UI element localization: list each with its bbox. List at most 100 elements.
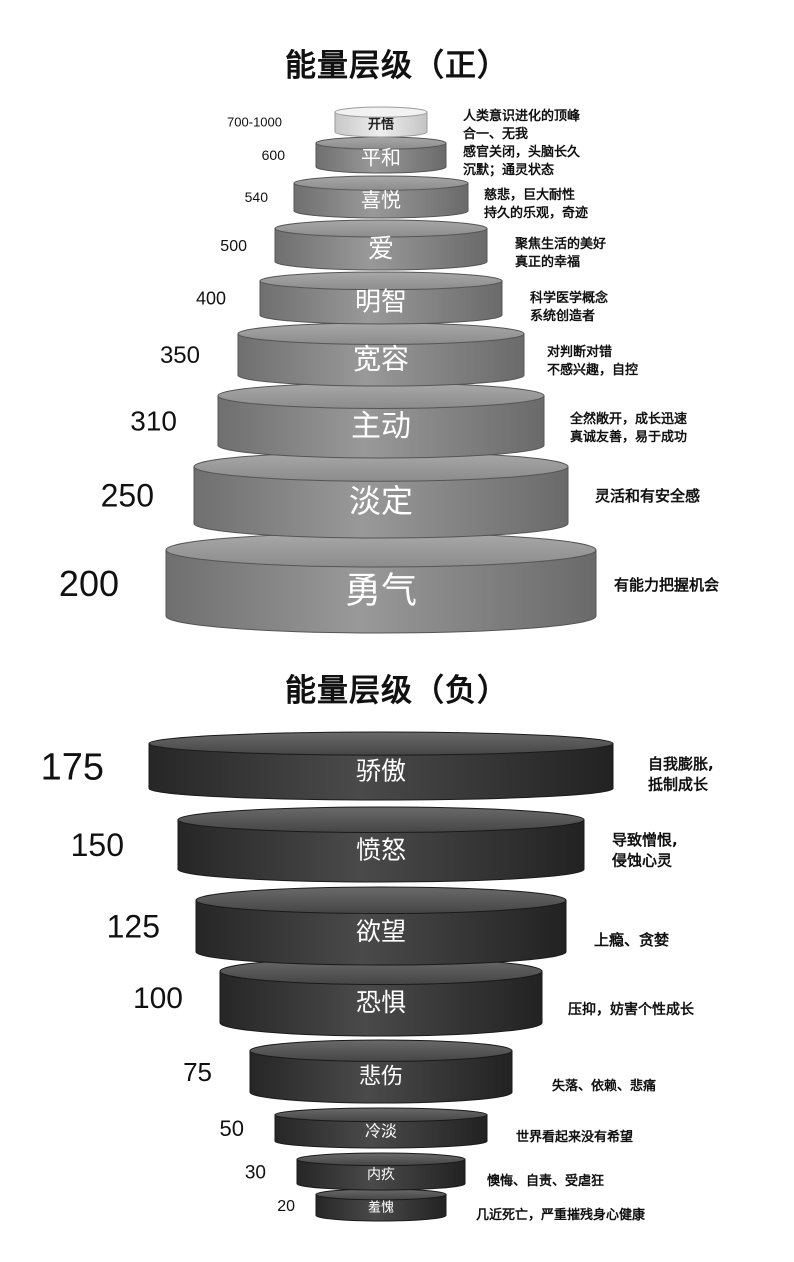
positive-level-value-5: 350 <box>160 342 200 369</box>
positive-level-7: 淡定 250 灵活和有安全感 <box>101 451 700 539</box>
positive-level-name-7: 淡定 <box>349 482 413 520</box>
positive-level-8: 勇气 200 有能力把握机会 <box>59 532 719 634</box>
negative-level-desc-1-line-0: 导致憎恨, <box>612 831 678 849</box>
negative-disk-top-6 <box>296 1152 466 1167</box>
negative-disk-body-7 <box>315 1193 447 1222</box>
negative-disk-body-6 <box>296 1158 466 1191</box>
negative-level-desc-4-line-0: 失落、依赖、悲痛 <box>552 1078 656 1094</box>
positive-level-desc-8-line-0: 有能力把握机会 <box>614 576 719 594</box>
negative-disk-top-5 <box>274 1107 488 1123</box>
positive-disk-body-7 <box>193 466 569 539</box>
negative-disk-top-7 <box>315 1188 447 1201</box>
positive-level-name-4: 明智 <box>355 288 407 318</box>
negative-level-desc-7-line-0: 几近死亡，严重摧残身心健康 <box>476 1207 646 1223</box>
negative-level-desc-6-line-0: 懊悔、自责、受虐狂 <box>487 1173 604 1189</box>
negative-disk-body-0 <box>148 743 614 801</box>
negative-level-desc-0-line-1: 抵制成长 <box>648 776 709 794</box>
negative-level-value-1: 150 <box>71 827 124 863</box>
negative-level-name-1: 愤怒 <box>356 835 406 864</box>
negative-disk-top-1 <box>177 806 585 833</box>
positive-level-value-8: 200 <box>59 563 119 604</box>
positive-level-name-2: 喜悦 <box>361 188 401 212</box>
positive-level-value-3: 500 <box>220 238 247 255</box>
positive-disk-top-6 <box>217 382 545 409</box>
positive-level-value-6: 310 <box>130 406 177 437</box>
negative-disk-body-3 <box>219 970 543 1037</box>
positive-level-desc-5-line-0: 对判断对错 <box>547 344 612 360</box>
negative-level-name-2: 欲望 <box>356 917 406 946</box>
positive-disk-top-3 <box>274 219 488 238</box>
negative-level-0: 骄傲 175 自我膨胀, 抵制成长 <box>41 731 714 801</box>
positive-level-value-0: 700-1000 <box>227 115 282 130</box>
positive-level-name-1: 平和 <box>361 145 401 169</box>
negative-disk-body-1 <box>177 819 585 883</box>
negative-section-title: 能量层级（负） <box>285 673 509 709</box>
positive-disk-body-6 <box>217 395 545 459</box>
negative-level-value-2: 125 <box>107 909 160 945</box>
positive-level-desc-1-line-0: 感官关闭，头脑长久 <box>463 144 581 160</box>
negative-level-1: 愤怒 150 导致憎恨, 侵蚀心灵 <box>71 806 678 883</box>
negative-level-desc-1-line-1: 侵蚀心灵 <box>611 852 673 870</box>
positive-disk-body-5 <box>237 333 525 387</box>
negative-disk-body-2 <box>195 899 567 966</box>
positive-level-desc-6-line-0: 全然敞开，成长迅速 <box>569 411 687 427</box>
negative-level-desc-0-line-0: 自我膨胀, <box>648 755 714 773</box>
positive-level-desc-7-line-0: 灵活和有安全感 <box>595 487 700 505</box>
positive-level-desc-4-line-1: 系统创造者 <box>530 308 595 324</box>
negative-level-value-3: 100 <box>133 982 183 1015</box>
positive-level-name-5: 宽容 <box>353 343 409 376</box>
positive-level-desc-6-line-1: 真诚友善，易于成功 <box>570 429 687 445</box>
negative-level-value-4: 75 <box>183 1057 212 1087</box>
negative-disk-top-2 <box>195 886 567 915</box>
negative-level-value-7: 20 <box>277 1198 295 1215</box>
negative-level-name-6: 内疚 <box>367 1167 395 1183</box>
positive-level-name-8: 勇气 <box>345 570 417 611</box>
positive-level-value-7: 250 <box>101 478 154 514</box>
positive-disk-top-0 <box>334 106 428 118</box>
negative-level-desc-2-line-0: 上瘾、贪婪 <box>594 931 669 949</box>
negative-level-3: 恐惧 100 压抑，妨害个性成长 <box>133 957 695 1037</box>
positive-disk-body-2 <box>293 182 469 219</box>
positive-disk-top-4 <box>259 271 503 291</box>
negative-level-value-5: 50 <box>220 1116 244 1141</box>
positive-level-value-1: 600 <box>262 147 286 163</box>
negative-level-name-3: 恐惧 <box>356 988 406 1017</box>
positive-disk-top-2 <box>293 175 469 191</box>
positive-level-desc-2-line-0: 慈悲，巨大耐性 <box>484 187 575 203</box>
negative-level-desc-3-line-0: 压抑，妨害个性成长 <box>568 1001 695 1018</box>
negative-disk-body-4 <box>249 1050 513 1104</box>
positive-section-title: 能量层级（正） <box>285 48 509 84</box>
positive-disk-top-5 <box>237 322 525 345</box>
positive-level-desc-4-line-0: 科学医学概念 <box>530 290 608 306</box>
positive-level-desc-3-line-1: 真正的幸福 <box>515 254 580 270</box>
negative-level-desc-5-line-0: 世界看起来没有希望 <box>516 1129 633 1145</box>
negative-level-value-6: 30 <box>245 1162 266 1183</box>
positive-level-name-3: 爱 <box>368 235 394 265</box>
negative-level-2: 欲望 125 上瘾、贪婪 <box>107 886 669 966</box>
positive-level-name-0: 开悟 <box>368 117 394 133</box>
positive-disk-body-3 <box>274 228 488 271</box>
positive-level-desc-0-line-1: 合一、无我 <box>463 126 528 142</box>
negative-level-name-0: 骄傲 <box>356 756 406 785</box>
positive-disk-body-4 <box>259 280 503 325</box>
positive-level-value-2: 540 <box>245 189 269 205</box>
positive-level-value-4: 400 <box>196 288 226 308</box>
positive-disk-body-1 <box>315 142 447 174</box>
negative-level-value-0: 175 <box>41 747 104 789</box>
negative-disk-top-0 <box>148 731 614 756</box>
negative-level-6: 内疚 30 懊悔、自责、受虐狂 <box>245 1152 604 1191</box>
positive-disk-body-8 <box>165 549 597 634</box>
positive-level-desc-3-line-0: 聚焦生活的美好 <box>514 236 606 252</box>
positive-level-desc-1-line-1: 沉默；通灵状态 <box>463 162 554 178</box>
